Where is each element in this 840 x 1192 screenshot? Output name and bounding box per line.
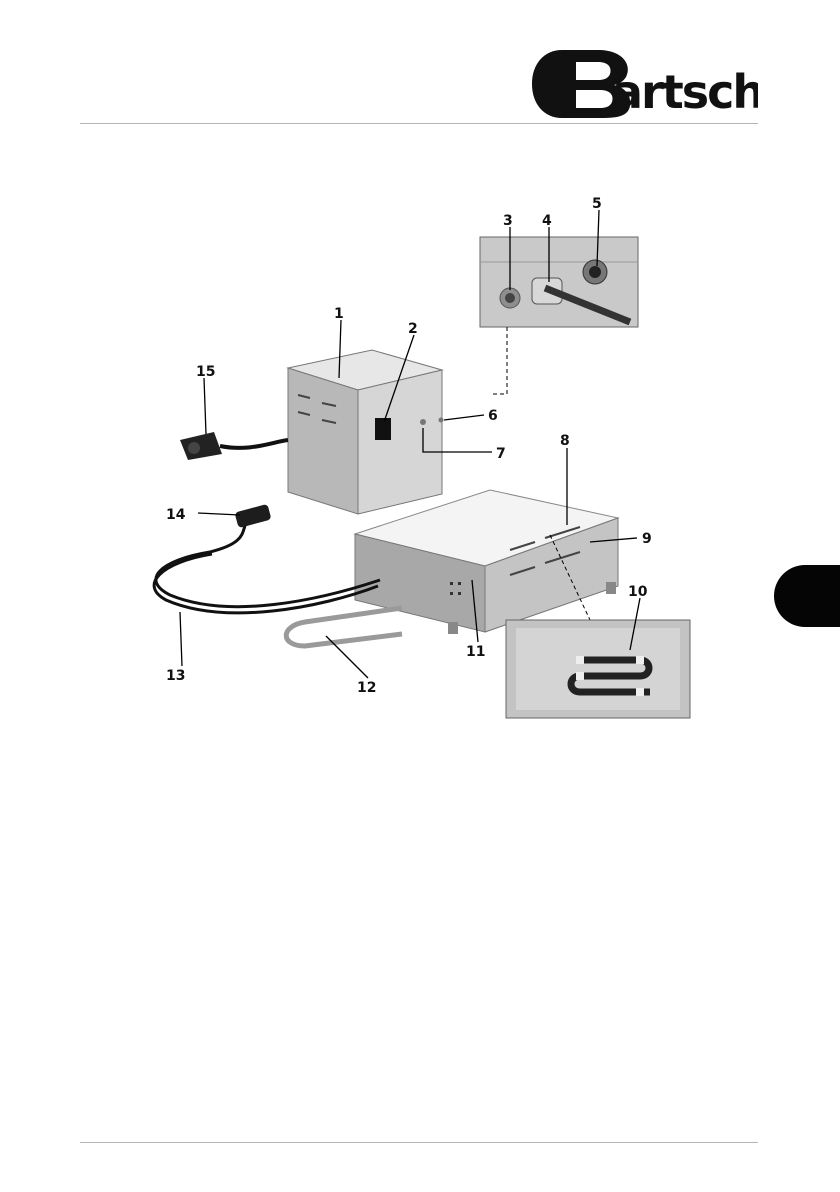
rear-panel-inset [480, 237, 638, 327]
callout-12: 12 [357, 680, 376, 696]
callout-13: 13 [166, 668, 185, 684]
control-box [288, 350, 444, 514]
callout-14: 14 [166, 507, 186, 523]
callout-8: 8 [560, 433, 570, 449]
connection-cable [154, 504, 380, 613]
bartscher-logo: artscher [528, 44, 758, 120]
callout-2: 2 [408, 321, 418, 337]
footer-rule [80, 1142, 758, 1143]
mains-plug [180, 432, 288, 460]
callout-11: 11 [466, 644, 485, 660]
heating-plate [355, 490, 618, 634]
callout-5: 5 [592, 196, 602, 212]
callout-4: 4 [542, 213, 552, 229]
callout-6: 6 [488, 408, 498, 424]
inside-view-inset [506, 620, 690, 718]
device-figure: 1 2 3 4 5 6 7 8 9 10 11 12 13 14 15 [140, 190, 700, 730]
svg-text:artscher: artscher [612, 65, 758, 119]
callout-3: 3 [503, 213, 513, 229]
section-tab-marker [774, 565, 840, 627]
callout-9: 9 [642, 531, 652, 547]
callout-10: 10 [628, 584, 648, 600]
callout-15: 15 [196, 364, 215, 380]
callout-1: 1 [334, 306, 344, 322]
callout-7: 7 [496, 446, 506, 462]
heating-element-loop [286, 608, 402, 646]
header-rule [80, 123, 758, 124]
